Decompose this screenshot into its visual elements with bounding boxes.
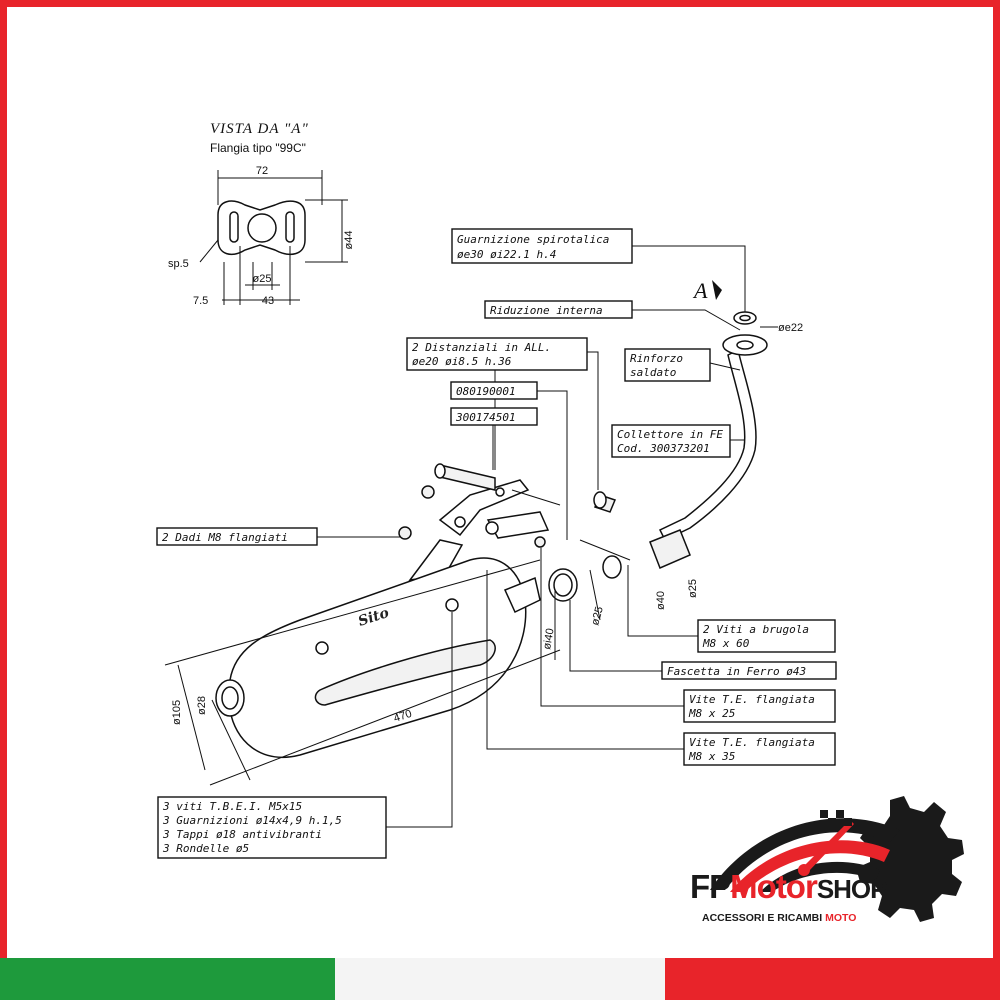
label-dadi: 2 Dadi M8 flangiati	[162, 531, 288, 544]
logo-fp: FP	[690, 868, 731, 905]
callout-riduzione	[484, 300, 778, 331]
label-rinforzo-1: Rinforzo	[630, 352, 683, 365]
logo-tagline-b: MOTO	[825, 912, 857, 924]
logo-wordmark: FPMotorSHOP	[690, 868, 920, 906]
dim-height: ø44	[343, 231, 355, 250]
flag-red-band	[665, 958, 1000, 1000]
callout-rinforzo	[624, 348, 741, 382]
speedometer-gear-icon	[710, 796, 964, 922]
callout-vite35	[486, 570, 836, 766]
dim-d105: ø105	[171, 700, 183, 725]
label-viti-brugola-2: M8 x 60	[702, 637, 750, 650]
view-title: VISTA DA "A"	[210, 121, 309, 137]
label-distanziali-1: 2 Distanziali in ALL.	[412, 341, 551, 354]
label-vite35-1: Vite T.E. flangiata	[689, 736, 815, 749]
label-kit-1: 3 viti T.B.E.I. M5x15	[162, 800, 302, 813]
callout-fascetta	[569, 600, 837, 680]
label-kit-2: 3 Guarnizioni ø14x4,9 h.1,5	[162, 814, 342, 827]
label-viti-brugola-1: 2 Viti a brugola	[703, 623, 809, 636]
label-collettore-1: Collettore in FE	[617, 428, 723, 441]
dim-edge: 7.5	[193, 295, 208, 307]
label-fascetta: Fascetta in Ferro ø43	[667, 665, 806, 678]
callout-code2	[450, 407, 538, 470]
logo-shop: SHOP	[816, 874, 888, 904]
label-kit-4: 3 Rondelle ø5	[162, 842, 249, 855]
callout-viti-brugola	[627, 565, 836, 653]
callout-dadi	[156, 527, 400, 546]
label-guarnizione-1: Guarnizione spirotalica	[457, 233, 609, 246]
label-code2: 300174501	[455, 411, 516, 424]
dim-length: 470	[392, 708, 413, 725]
dim-d28: ø28	[196, 696, 208, 715]
label-riduzione: Riduzione interna	[490, 304, 603, 317]
callout-guarnizione	[451, 228, 746, 312]
view-subtitle: Flangia tipo "99C"	[210, 141, 306, 155]
dim-d40: ø40	[655, 591, 667, 610]
logo-tagline: ACCESSORI E RICAMBI MOTO	[702, 912, 922, 924]
label-guarnizione-2: øe30 øi22.1 h.4	[457, 248, 556, 261]
dim-width: 72	[256, 165, 268, 177]
logo-tagline-a: ACCESSORI E RICAMBI	[702, 912, 823, 924]
label-e22: øe22	[778, 322, 803, 334]
dim-d25a: ø25	[687, 579, 699, 598]
label-distanziali-2: øe20 øi8.5 h.36	[412, 355, 512, 368]
flag-green-band	[0, 958, 335, 1000]
flange-detail	[199, 170, 348, 305]
callout-kit	[157, 612, 453, 859]
label-vite35-2: M8 x 35	[688, 750, 735, 763]
callout-collettore	[611, 424, 745, 458]
dim-spacing: 43	[262, 295, 274, 307]
view-a-arrow-icon	[712, 280, 722, 300]
callout-code1	[450, 381, 568, 540]
label-collettore-2: Cod. 300373201	[617, 442, 710, 455]
label-vite25-2: M8 x 25	[688, 707, 735, 720]
logo-motor: Motor	[730, 868, 818, 905]
fp-motorshop-logo: FPMotorSHOP ACCESSORI E RICAMBI MOTO	[690, 780, 980, 950]
flag-white-band	[335, 958, 665, 1000]
label-vite25-1: Vite T.E. flangiata	[689, 693, 815, 706]
view-a-marker: A	[692, 278, 708, 303]
dim-d25b: ø25	[589, 605, 606, 626]
dim-di40: øi40	[541, 627, 557, 650]
callout-vite25	[540, 548, 836, 723]
dim-thickness: sp.5	[168, 258, 189, 270]
callout-distanziali	[406, 337, 599, 490]
label-rinforzo-2: saldato	[630, 366, 676, 379]
label-kit-3: 3 Tappi ø18 antivibranti	[162, 828, 322, 841]
label-code1: 080190001	[456, 385, 516, 398]
dim-bore: ø25	[253, 273, 272, 285]
